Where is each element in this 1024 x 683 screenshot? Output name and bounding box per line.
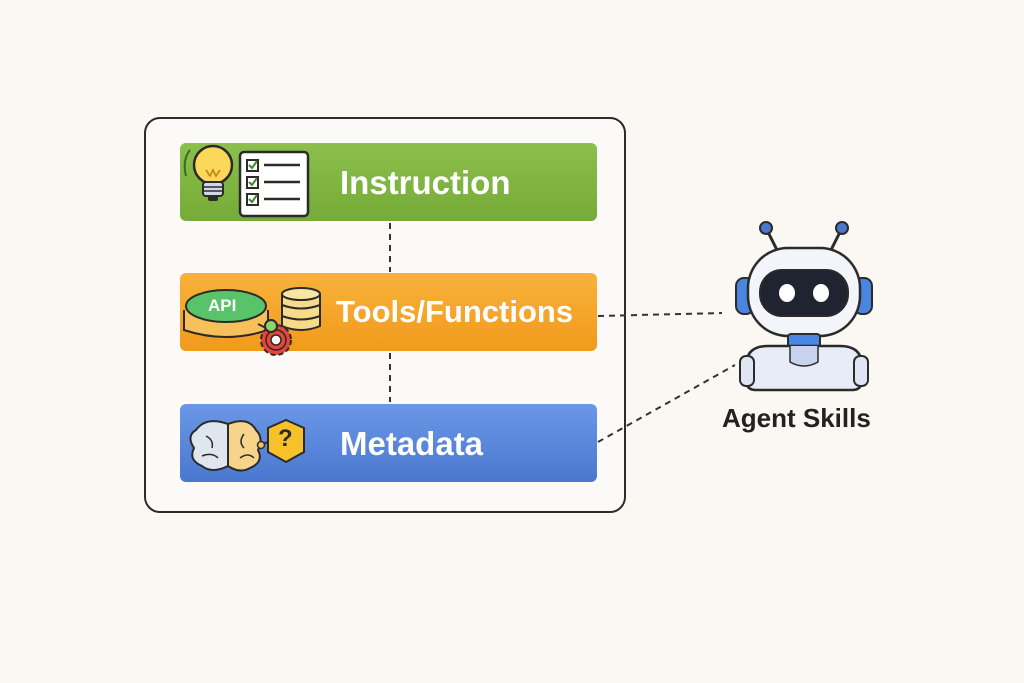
- instruction-label: Instruction: [340, 164, 511, 201]
- question-mark-icon: ?: [278, 425, 293, 452]
- gear-icon: [260, 324, 292, 356]
- agent-skills-label: Agent Skills: [722, 403, 871, 433]
- api-badge-label: API: [208, 296, 237, 315]
- database-icon: [281, 287, 321, 331]
- tools-functions-label: Tools/Functions: [336, 294, 574, 329]
- metadata-label: Metadata: [340, 425, 484, 462]
